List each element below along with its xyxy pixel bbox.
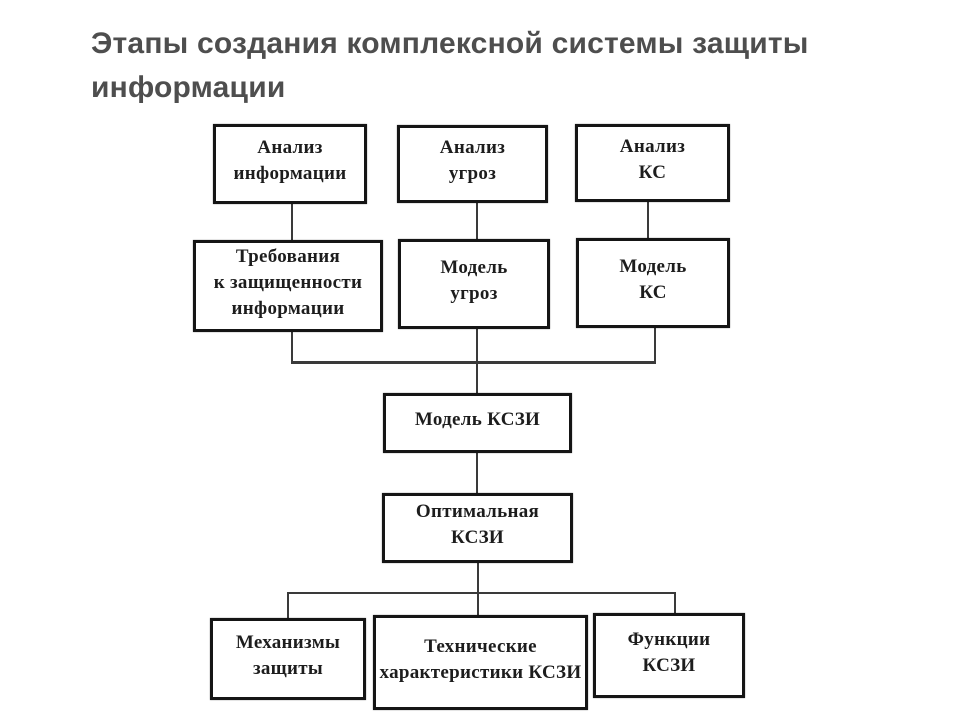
node-ks-model: Модель КС <box>576 238 730 328</box>
connector-line <box>647 201 649 239</box>
connector-line <box>476 203 478 240</box>
node-label: Требования к защищенности информации <box>213 246 363 319</box>
node-label: Механизмы защиты <box>235 632 341 679</box>
page-title: Этапы создания комплексной системы защит… <box>91 27 809 104</box>
connector-line <box>291 204 293 241</box>
connector-line <box>287 593 289 619</box>
node-label: Модель КСЗИ <box>414 409 541 430</box>
node-kszi-model: Модель КСЗИ <box>383 393 572 453</box>
node-technical-characteristics: Технические характеристики КСЗИ <box>373 615 588 710</box>
node-label: Оптимальная КСЗИ <box>415 501 540 548</box>
connector-line <box>291 332 293 364</box>
connector-line <box>287 592 676 594</box>
node-analysis-ks: Анализ КС <box>575 124 730 202</box>
node-optimal-kszi: Оптимальная КСЗИ <box>382 493 573 563</box>
node-protection-mechanisms: Механизмы защиты <box>210 618 366 700</box>
connector-line <box>477 562 479 616</box>
connector-line <box>476 328 478 394</box>
node-analysis-information: Анализ информации <box>213 124 367 204</box>
node-analysis-threats: Анализ угроз <box>397 125 548 203</box>
node-label: Анализ информации <box>233 137 347 184</box>
node-label: Функции КСЗИ <box>627 628 711 676</box>
node-security-requirements: Требования к защищенности информации <box>193 240 383 332</box>
node-label: Технические характеристики КСЗИ <box>379 635 582 683</box>
node-label: Анализ угроз <box>439 137 506 184</box>
connector-line <box>291 361 656 364</box>
node-kszi-functions: Функции КСЗИ <box>593 613 745 698</box>
node-label: Анализ КС <box>619 136 686 183</box>
node-label: Модель КС <box>619 256 687 303</box>
node-threat-model: Модель угроз <box>398 239 550 329</box>
connector-line <box>654 327 656 364</box>
connector-line <box>476 452 478 494</box>
connector-line <box>674 593 676 614</box>
node-label: Модель угроз <box>440 257 508 304</box>
